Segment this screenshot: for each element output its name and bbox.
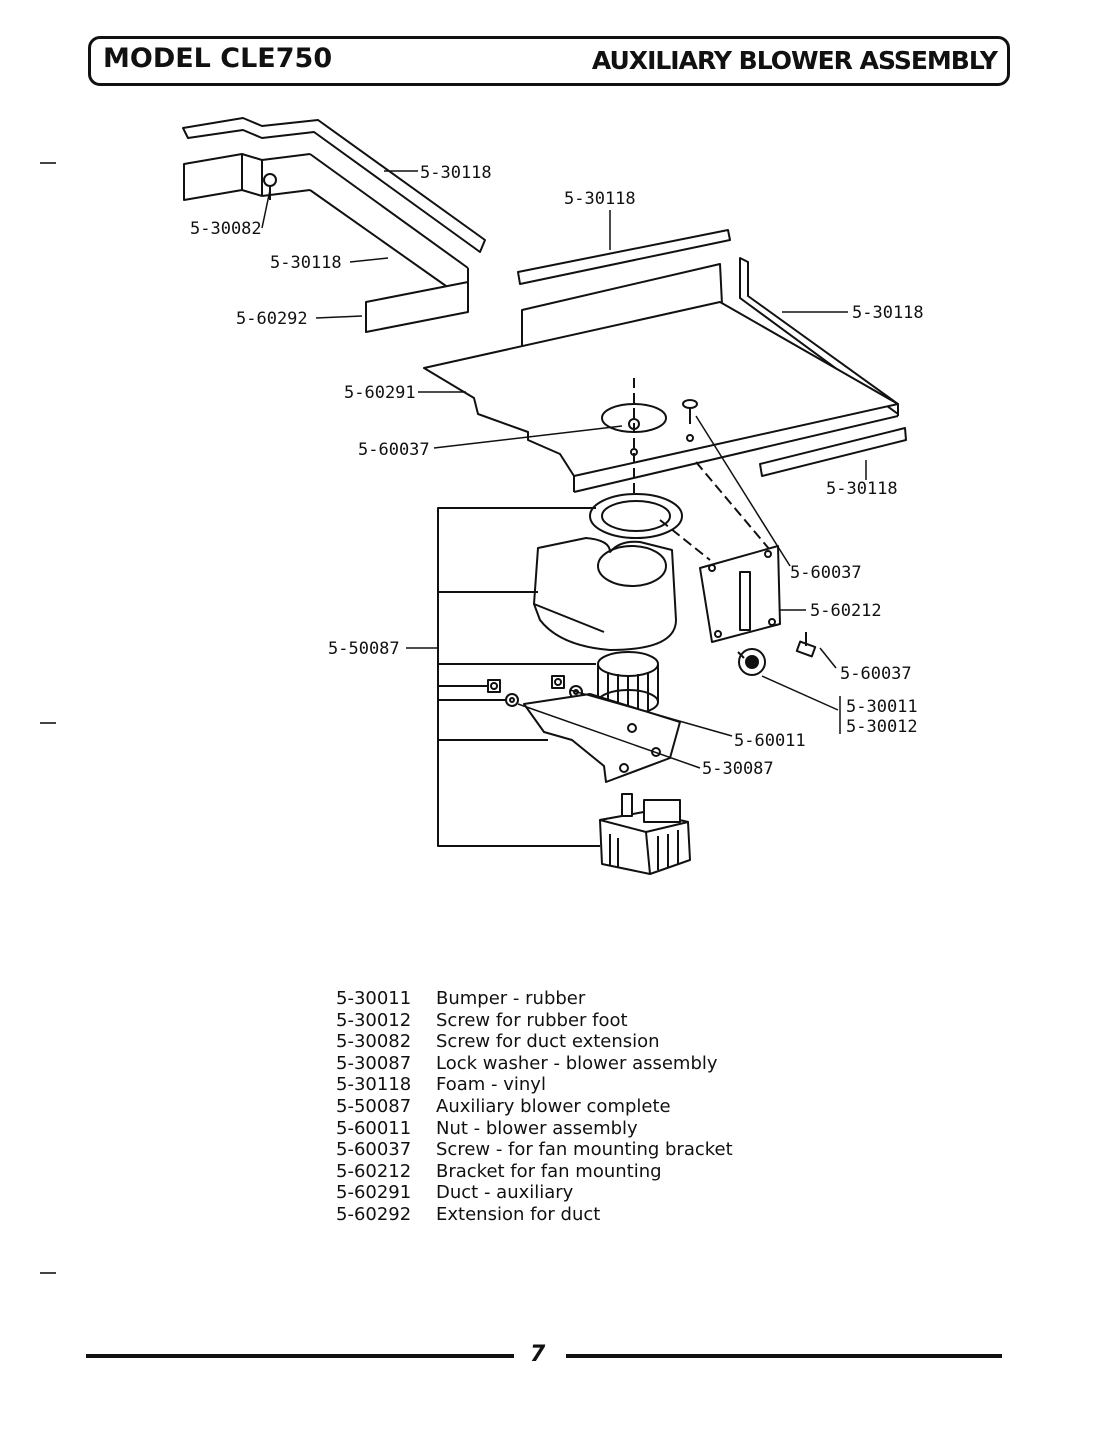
parts-list-row: 5-30082 Screw for duct extension (336, 1031, 733, 1053)
scan-mark (40, 1272, 56, 1274)
page-number: 7 (530, 1342, 546, 1367)
part-number: 5-30118 (336, 1074, 412, 1096)
exploded-parts-diagram: 5-30118 5-30082 5-30118 5-60292 5-30118 … (182, 117, 924, 875)
callout-bracket: 5-60212 (810, 601, 882, 621)
auxiliary-duct-plate (423, 301, 899, 493)
foam-strip-top-center (517, 229, 731, 285)
parts-list-row: 5-30011 Bumper - rubber (336, 988, 733, 1010)
callout-bumper: 5-30011 (846, 697, 918, 717)
part-number: 5-60037 (336, 1139, 412, 1161)
parts-list-row: 5-60291 Duct - auxiliary (336, 1182, 733, 1204)
part-description: Bracket for fan mounting (436, 1160, 662, 1182)
scan-mark (40, 722, 56, 724)
part-description: Bumper - rubber (436, 988, 586, 1009)
callout-blower-complete: 5-50087 (328, 639, 400, 659)
parts-list-row: 5-60292 Extension for duct (336, 1204, 733, 1226)
screw-icon-plate-right (682, 399, 698, 424)
part-number: 5-60011 (336, 1117, 412, 1139)
callout-extension-duct: 5-60292 (236, 309, 308, 329)
blower-housing (533, 537, 677, 651)
part-description: Nut - blower assembly (436, 1117, 638, 1139)
part-number: 5-50087 (336, 1095, 412, 1117)
part-number: 5-60291 (336, 1182, 412, 1204)
parts-list-row: 5-60011 Nut - blower assembly (336, 1118, 733, 1140)
blower-motor (599, 793, 691, 875)
part-description: Screw - for fan mounting bracket (436, 1139, 733, 1161)
parts-list-row: 5-50087 Auxiliary blower complete (336, 1096, 733, 1118)
part-number: 5-60292 (336, 1203, 412, 1225)
part-description: Lock washer - blower assembly (436, 1052, 718, 1074)
parts-list-row: 5-30118 Foam - vinyl (336, 1074, 733, 1096)
part-description: Foam - vinyl (436, 1074, 546, 1096)
foam-strip-top-left (182, 117, 486, 253)
washer-left (505, 693, 519, 707)
callout-screw-duct-ext: 5-30082 (190, 219, 262, 239)
callout-screw-bumper: 5-60037 (840, 664, 912, 684)
bumper-screw (795, 632, 817, 658)
callout-foam-right: 5-30118 (852, 303, 924, 323)
nut-right (551, 675, 565, 689)
ring-gasket (589, 493, 683, 539)
footer-rule-left (86, 1354, 514, 1358)
callout-foam-bottom-right: 5-30118 (826, 479, 898, 499)
callout-rubber-foot-screw: 5-30012 (846, 717, 918, 737)
nut-left (487, 679, 501, 693)
callout-foam-left-mid: 5-30118 (270, 253, 342, 273)
part-number: 5-30087 (336, 1052, 412, 1074)
part-description: Screw for rubber foot (436, 1009, 628, 1031)
part-description: Duct - auxiliary (436, 1182, 574, 1204)
callout-foam-top-left: 5-30118 (420, 163, 492, 183)
part-number: 5-30012 (336, 1009, 412, 1031)
callout-duct-aux: 5-60291 (344, 383, 416, 403)
motor-mount-plate (523, 693, 681, 783)
part-description: Auxiliary blower complete (436, 1095, 671, 1117)
rubber-bumper (737, 648, 766, 676)
part-number: 5-30082 (336, 1031, 412, 1053)
part-number: 5-30011 (336, 988, 412, 1009)
parts-list-row: 5-60037 Screw - for fan mounting bracket (336, 1139, 733, 1161)
parts-list-row: 5-60212 Bracket for fan mounting (336, 1161, 733, 1183)
section-title: AUXILIARY BLOWER ASSEMBLY (591, 46, 998, 75)
foam-strip-bottom-right (759, 427, 907, 477)
footer-rule-right (566, 1354, 1002, 1358)
part-description: Screw for duct extension (436, 1031, 660, 1053)
parts-list-row: 5-30087 Lock washer - blower assembly (336, 1053, 733, 1075)
fan-mounting-bracket (699, 545, 781, 643)
scan-mark (40, 162, 56, 164)
duct-extension-part (183, 153, 469, 333)
part-description: Extension for duct (436, 1203, 601, 1225)
page-header: MODEL CLE750 AUXILIARY BLOWER ASSEMBLY (88, 36, 1010, 86)
callout-foam-top-center: 5-30118 (564, 189, 636, 209)
callout-screw-bracket: 5-60037 (790, 563, 862, 583)
model-title: MODEL CLE750 (103, 43, 333, 74)
callout-nut: 5-60011 (734, 731, 806, 751)
callout-screw-center: 5-60037 (358, 440, 430, 460)
parts-list-row: 5-30012 Screw for rubber foot (336, 1010, 733, 1032)
callout-lock-washer: 5-30087 (702, 759, 774, 779)
part-number: 5-60212 (336, 1160, 412, 1182)
